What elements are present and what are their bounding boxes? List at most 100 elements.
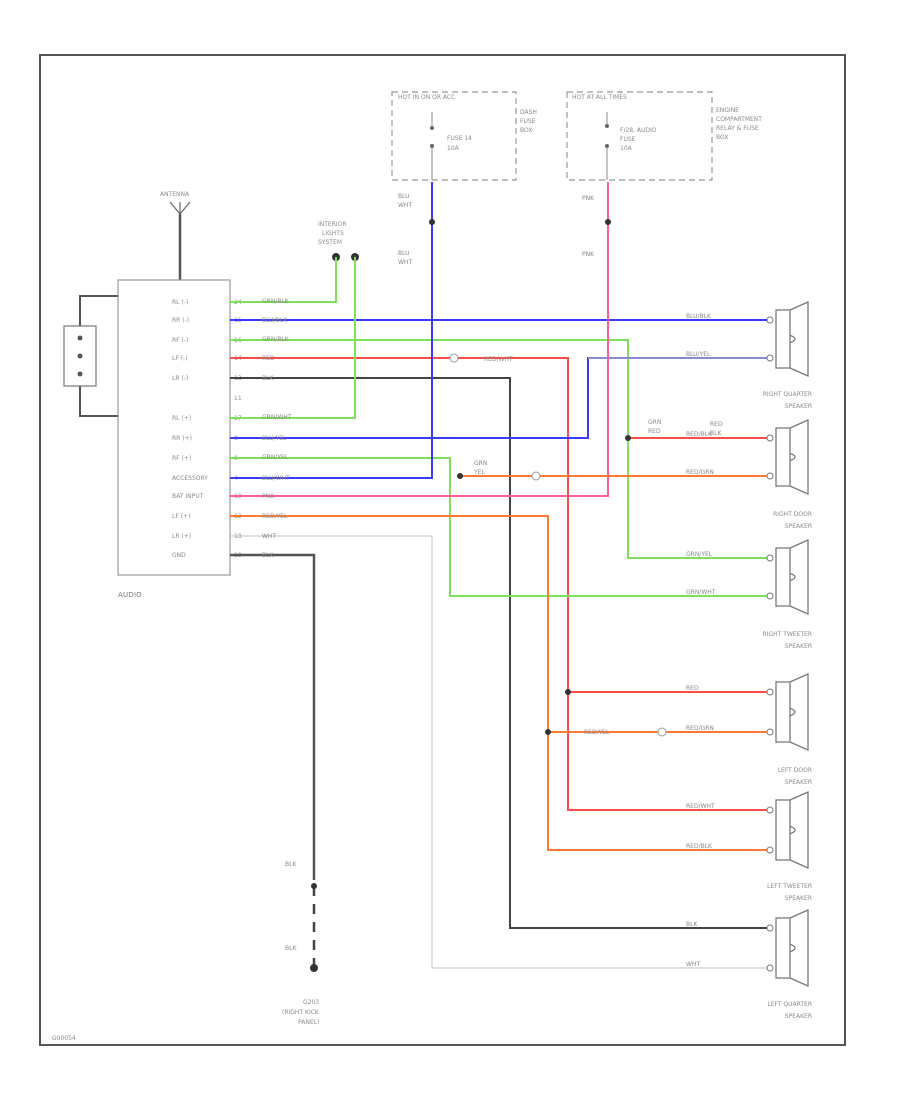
audio-pin-3: LF (-) xyxy=(172,355,188,362)
speaker-name-line: RIGHT TWEETER xyxy=(763,631,812,638)
wire-pnk xyxy=(230,182,609,497)
diagram-frame xyxy=(39,54,846,1046)
fuse-box2-fuse-2: FUSE xyxy=(620,136,636,143)
wl-red-blk2: BLK xyxy=(710,430,722,437)
fuse-box1-header: HOT IN ON OR ACC xyxy=(398,94,455,101)
fuse-box2-name-2: COMPARTMENT xyxy=(716,116,762,123)
speaker-cone xyxy=(789,452,796,462)
speaker-terminal xyxy=(766,806,774,814)
audio-pin-12: LR (+) xyxy=(172,533,191,540)
speaker-body xyxy=(775,538,809,616)
speaker-wire-label: GRN/YEL xyxy=(686,551,713,558)
fuse-box2-amps: 10A xyxy=(620,145,633,152)
audio-pin-8: RF (+) xyxy=(172,455,191,462)
speaker-terminal xyxy=(766,728,774,736)
wire-grn-yel xyxy=(230,457,770,597)
audio-pin-2: RF (-) xyxy=(172,337,188,344)
audio-pin-0: RL (-) xyxy=(172,299,188,306)
speaker-wire-label: RED xyxy=(686,685,699,692)
speaker-wire-label: WHT xyxy=(686,961,700,968)
fuse-box2-fuse-1: F/28, AUDIO xyxy=(620,127,657,134)
wire-blu-yel xyxy=(230,357,770,439)
speaker-name-line: SPEAKER xyxy=(785,403,812,410)
fuse-box1-fuse: FUSE 14 xyxy=(447,135,472,142)
speaker-terminal xyxy=(766,554,774,562)
speaker-wire-label: RED/WHT xyxy=(686,803,715,810)
fuse-box2-name-3: RELAY & FUSE xyxy=(716,125,759,132)
speaker-name-line: SPEAKER xyxy=(785,523,812,530)
speaker-wire-label: RED/GRN xyxy=(686,469,714,476)
dash-fuse-box: HOT IN ON OR ACC FUSE 14 10A DASH FUSE B… xyxy=(391,91,537,181)
audio-pin-10: BAT INPUT xyxy=(172,493,204,500)
speaker-cone xyxy=(789,334,796,344)
speaker-name-line: LEFT TWEETER xyxy=(767,883,812,890)
speaker-name-line: LEFT QUARTER xyxy=(767,1001,812,1008)
antenna: ANTENNA xyxy=(160,191,191,280)
speaker-terminal xyxy=(766,924,774,932)
wl-blu-mid2: WHT xyxy=(398,259,412,266)
fuse-box1-name-3: BOX xyxy=(520,127,532,134)
speaker-wire-label: BLK xyxy=(686,921,698,928)
wl-grn-blk: GRN/BLK xyxy=(262,298,290,305)
wire-blk xyxy=(230,377,770,929)
wl-grn-yel1: GRN xyxy=(474,460,487,467)
wl-blu-mid1: BLU xyxy=(398,250,410,257)
speaker-wire-label: BLU/YEL xyxy=(686,351,711,358)
speaker-terminal xyxy=(766,846,774,854)
ground-l2: PANEL) xyxy=(298,1019,319,1026)
speaker-wire-label: RED/GRN xyxy=(686,725,714,732)
speaker-body xyxy=(775,418,809,496)
wire-red xyxy=(230,357,770,693)
speaker-terminal xyxy=(766,354,774,362)
speaker-name-line: SPEAKER xyxy=(785,895,812,902)
speaker-name-line: RIGHT QUARTER xyxy=(763,391,812,398)
wl-pnk-mid: PNK xyxy=(582,251,595,258)
wire-grn-wht xyxy=(230,257,356,419)
ground-l1: (RIGHT KICK xyxy=(282,1009,320,1016)
speaker-body xyxy=(775,672,809,752)
fuse-box1-amps: 10A xyxy=(447,145,460,152)
speaker-cone xyxy=(789,707,796,717)
fuse-box1-name-2: FUSE xyxy=(520,118,536,125)
speaker-left-tweeter: RED/WHT RED/BLK LEFT TWEETER SPEAKER xyxy=(686,790,812,902)
speaker-terminal xyxy=(766,688,774,696)
speaker-name-line: LEFT DOOR xyxy=(778,767,812,774)
wl-grn-blk2: GRN/BLK xyxy=(262,336,290,343)
wire-grn-blk-2 xyxy=(230,339,770,559)
speaker-wire-label: RED/BLK xyxy=(686,431,713,438)
speaker-wire-label: RED/BLK xyxy=(686,843,713,850)
wl-blu-blk: BLU/BLK xyxy=(262,317,288,324)
wires xyxy=(230,182,770,969)
audio-pin-11: LF (+) xyxy=(172,513,190,520)
wl-wht: WHT xyxy=(262,533,276,540)
footer-code: G00054 xyxy=(52,1035,76,1042)
speaker-wire-label: BLU/BLK xyxy=(686,313,712,320)
wire-grn-blk-1 xyxy=(230,257,337,303)
wl-pnk-top: PNK xyxy=(582,195,595,202)
fuse-box2-name-1: ENGINE xyxy=(716,107,739,114)
audio-pin-6: RL (+) xyxy=(172,415,191,422)
interior-lights: INTERIOR LIGHTS SYSTEM xyxy=(318,221,359,261)
wl-red-wht: RED/WHT xyxy=(484,356,513,363)
wire-wht xyxy=(230,535,770,969)
speaker-cone xyxy=(789,572,796,582)
audio-pin-4: LR (-) xyxy=(172,375,188,382)
wl-grn-wht: GRN/WHT xyxy=(262,414,292,421)
wire-gnd-blk xyxy=(230,553,316,880)
wl-blu-top1: BLU xyxy=(398,193,410,200)
speaker-right-quarter: BLU/BLK BLU/YEL RIGHT QUARTER SPEAKER xyxy=(686,300,812,410)
wl-gnd-blk2: BLK xyxy=(285,945,297,952)
wl-grn-red2: RED xyxy=(648,428,661,435)
speaker-body xyxy=(775,790,809,870)
inline-connectors xyxy=(449,353,667,737)
wl-blu-top2: WHT xyxy=(398,202,412,209)
speakers: BLU/BLK BLU/YEL RIGHT QUARTER SPEAKER RED/BL… xyxy=(686,300,812,1020)
interior-lights-l2: LIGHTS xyxy=(322,230,344,237)
audio-pin-9: ACCESSORY xyxy=(172,475,208,482)
speaker-cone xyxy=(789,825,796,835)
